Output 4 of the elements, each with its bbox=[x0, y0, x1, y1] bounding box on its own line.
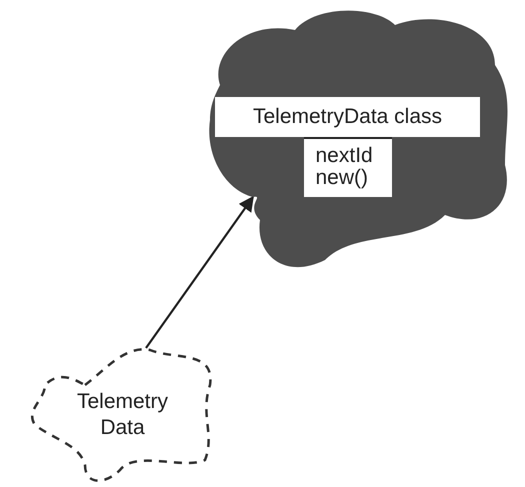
class-members: nextId new() bbox=[304, 136, 392, 198]
arrow bbox=[145, 196, 254, 349]
class-name: TelemetryData class bbox=[215, 96, 480, 137]
cloud-label: Telemetry Data bbox=[76, 388, 170, 441]
